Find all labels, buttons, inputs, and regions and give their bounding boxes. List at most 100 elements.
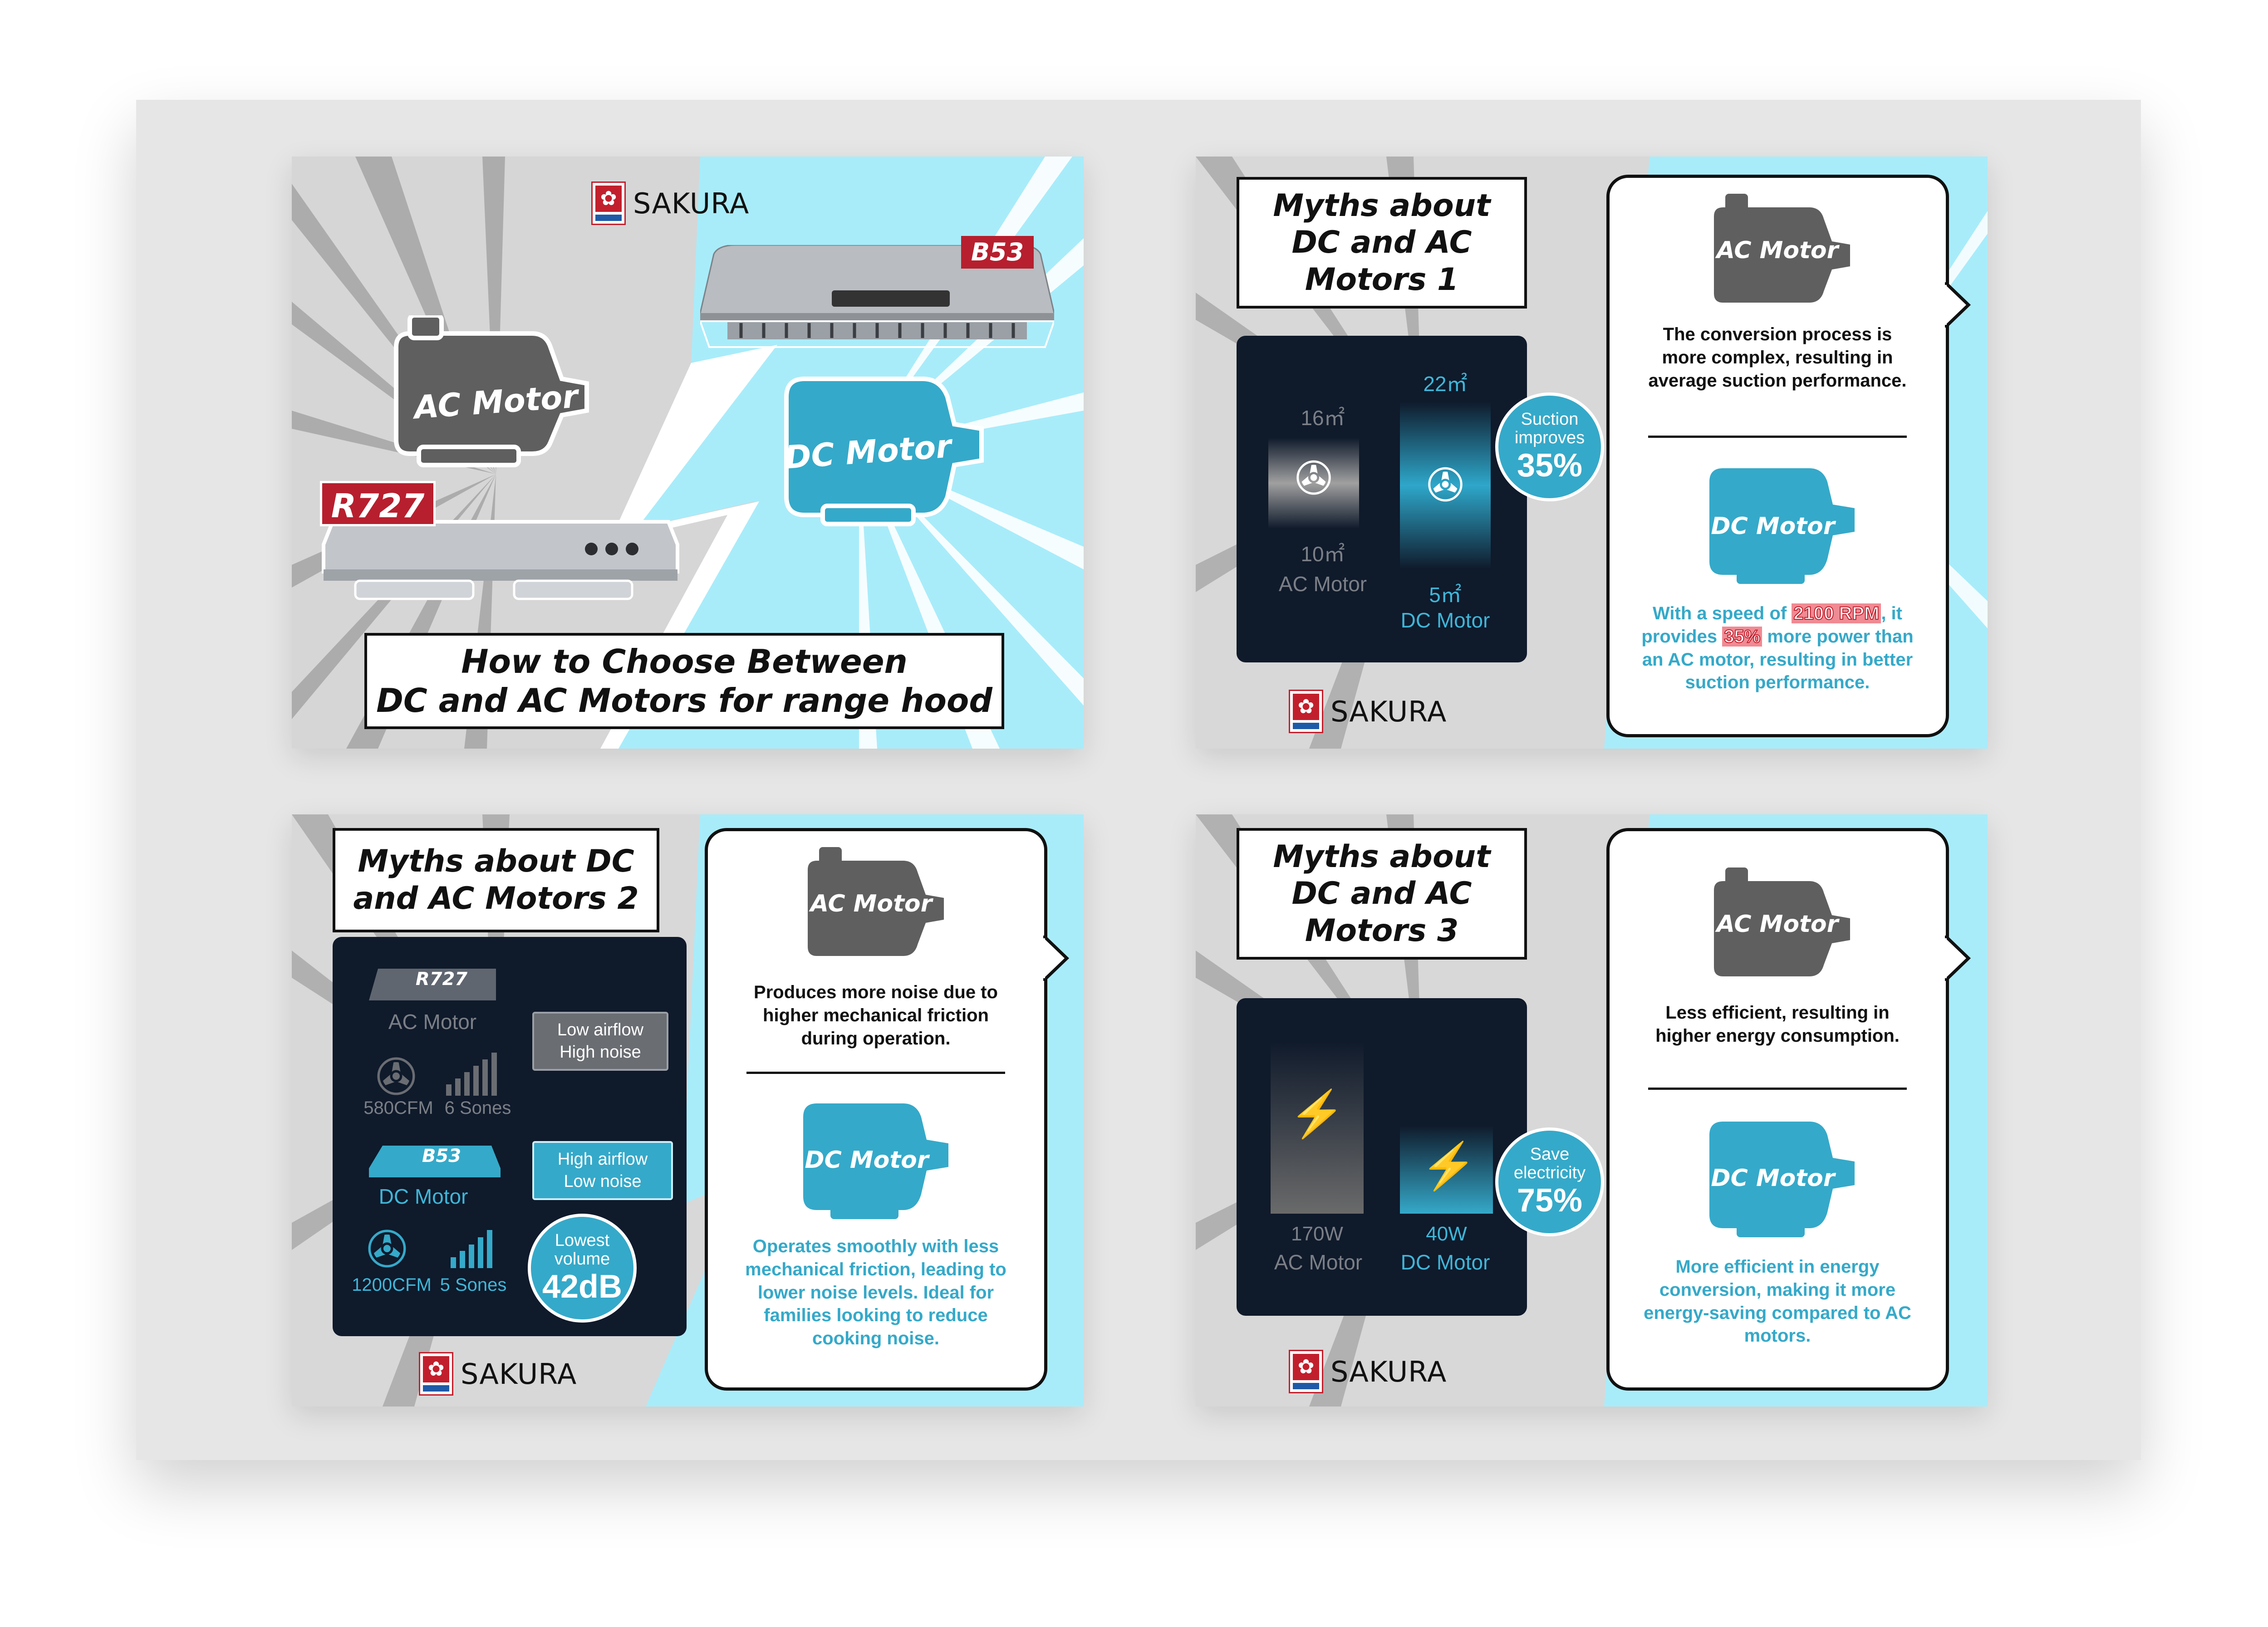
ac-fan-icon: ✇ bbox=[375, 1049, 417, 1105]
myth-2-title: Myths about DC and AC Motors 2 bbox=[333, 828, 659, 932]
divider bbox=[1648, 1088, 1907, 1090]
r727-label: R727 bbox=[415, 969, 468, 990]
ac-motor-icon bbox=[1714, 867, 1850, 976]
dc-motor-icon bbox=[803, 1103, 948, 1219]
panel-myth-1: Myths about DC and AC Motors 1 16㎡ ✇ 10㎡… bbox=[1196, 157, 1988, 749]
dc-status-box: High airflow Low noise bbox=[532, 1141, 673, 1200]
electricity-badge: Save electricity 75% bbox=[1495, 1127, 1604, 1236]
suction-badge-value: 35% bbox=[1517, 447, 1583, 484]
dc-fan-icon: ✇ bbox=[1426, 460, 1464, 511]
myth-1-speech-bubble: AC Motor The conversion process is more … bbox=[1606, 175, 1971, 737]
ac-power-bar bbox=[1271, 1041, 1364, 1214]
volume-badge-value: 42dB bbox=[542, 1269, 623, 1305]
sakura-logo: SAKURA bbox=[1289, 1350, 1447, 1393]
b53-silhouette bbox=[369, 1146, 501, 1177]
myth-3-title: Myths about DC and AC Motors 3 bbox=[1237, 828, 1527, 960]
myth-1-title: Myths about DC and AC Motors 1 bbox=[1237, 177, 1527, 309]
ac-heading: AC Motor bbox=[1716, 911, 1839, 938]
dc-cfm: 1200CFM bbox=[352, 1275, 432, 1295]
divider bbox=[746, 1072, 1005, 1074]
dc-sones: 5 Sones bbox=[440, 1275, 507, 1295]
range-hood-r727-image bbox=[322, 520, 679, 600]
cover-title-line2: DC and AC Motors for range hood bbox=[376, 681, 992, 720]
dc-motor-icon bbox=[1709, 468, 1855, 584]
power-highlight: 35% bbox=[1722, 626, 1762, 647]
ac-motor-name: AC Motor bbox=[1274, 1250, 1363, 1274]
panel-myth-2: Myths about DC and AC Motors 2 R727 AC M… bbox=[292, 814, 1084, 1406]
suction-badge-line1: Suction bbox=[1521, 409, 1579, 429]
ac-heading: AC Motor bbox=[1716, 237, 1839, 264]
ac-suction-bar bbox=[1268, 438, 1359, 529]
divider bbox=[1648, 436, 1907, 438]
electricity-badge-line1: Save bbox=[1530, 1144, 1570, 1164]
volume-badge-line2: volume bbox=[554, 1250, 610, 1269]
ac-description: Less efficient, resulting in higher ener… bbox=[1655, 1003, 1900, 1046]
dc-volume-bars-icon bbox=[451, 1230, 492, 1268]
dc-heading: DC Motor bbox=[1711, 1165, 1835, 1192]
ac-status-box: Low airflow High noise bbox=[532, 1012, 668, 1071]
dc-motor-name: DC Motor bbox=[378, 1185, 468, 1208]
ac-sones: 6 Sones bbox=[444, 1098, 511, 1118]
dc-motor-name: DC Motor bbox=[1400, 608, 1490, 632]
sakura-logo: SAKURA bbox=[1289, 690, 1447, 733]
electricity-badge-line2: electricity bbox=[1513, 1163, 1586, 1183]
dc-description: With a speed of 2100 RPM, it provides 35… bbox=[1641, 602, 1914, 694]
dc-power-value: 40W bbox=[1426, 1223, 1467, 1245]
bubble-tail bbox=[1945, 936, 1971, 981]
volume-badge-line1: Lowest bbox=[555, 1230, 610, 1250]
sakura-flower-icon bbox=[1289, 1350, 1323, 1393]
dc-suction-bar bbox=[1400, 402, 1491, 569]
dc-motor-icon bbox=[1709, 1122, 1855, 1237]
ac-bolt-icon: ⚡ bbox=[1289, 1088, 1345, 1139]
ac-heading: AC Motor bbox=[810, 890, 933, 917]
dc-fan-icon: ✇ bbox=[366, 1222, 408, 1278]
sakura-flower-icon bbox=[1289, 690, 1323, 733]
ac-cfm: 580CFM bbox=[363, 1098, 433, 1118]
panel-myth-3: Myths about DC and AC Motors 3 ⚡ 170W AC… bbox=[1196, 814, 1988, 1406]
dc-bolt-icon: ⚡ bbox=[1420, 1141, 1477, 1191]
dc-text-pre: With a speed of bbox=[1653, 603, 1787, 623]
ac-motor-icon bbox=[1714, 194, 1850, 303]
suction-badge-line2: improves bbox=[1514, 428, 1585, 448]
sakura-logo: SAKURA bbox=[419, 1352, 577, 1396]
dc-min-area: 5㎡ bbox=[1429, 583, 1462, 607]
sakura-flower-icon bbox=[419, 1352, 453, 1396]
ac-status-line2: High noise bbox=[560, 1043, 641, 1062]
ac-motor-icon bbox=[808, 847, 944, 956]
volume-badge: Lowest volume 42dB bbox=[528, 1214, 637, 1323]
dc-power-bar bbox=[1400, 1125, 1493, 1214]
dc-heading: DC Motor bbox=[805, 1147, 929, 1174]
sakura-logo: SAKURA bbox=[591, 181, 749, 225]
bubble-tail bbox=[1945, 282, 1971, 328]
ac-description: Produces more noise due to higher mechan… bbox=[754, 982, 998, 1049]
ac-motor-name: AC Motor bbox=[1278, 572, 1367, 596]
dc-description: More efficient in energy conversion, mak… bbox=[1644, 1257, 1911, 1346]
tag-r727: R727 bbox=[320, 481, 436, 526]
rpm-highlight: 2100 RPM bbox=[1792, 603, 1881, 624]
suction-badge: Suction improves 35% bbox=[1495, 392, 1604, 501]
panel-cover: SAKURA B53 R727 bbox=[292, 157, 1084, 749]
dc-motor-icon bbox=[784, 377, 984, 526]
ac-motor-name: AC Motor bbox=[388, 1010, 477, 1034]
ac-fan-icon: ✇ bbox=[1295, 453, 1333, 504]
mockup-board: SAKURA B53 R727 bbox=[136, 100, 2141, 1460]
dc-description: Operates smoothly with less mechanical f… bbox=[745, 1236, 1006, 1349]
myth-2-speech-bubble: AC Motor Produces more noise due to high… bbox=[705, 828, 1070, 1391]
ac-volume-bars-icon bbox=[446, 1053, 497, 1096]
dc-max-area: 22㎡ bbox=[1423, 372, 1468, 396]
b53-label: B53 bbox=[422, 1146, 461, 1166]
dc-status-line2: Low noise bbox=[564, 1172, 642, 1191]
dc-motor-name: DC Motor bbox=[1400, 1250, 1490, 1274]
cover-title-line1: How to Choose Between bbox=[461, 642, 908, 681]
ac-description: The conversion process is more complex, … bbox=[1648, 324, 1907, 391]
dc-heading: DC Motor bbox=[1711, 513, 1835, 540]
dc-text-mid: , it provides bbox=[1641, 603, 1902, 647]
ac-motor-icon bbox=[394, 315, 589, 467]
ac-min-area: 10㎡ bbox=[1301, 542, 1345, 566]
myth-3-speech-bubble: AC Motor Less efficient, resulting in hi… bbox=[1606, 828, 1971, 1391]
dc-text-post: more power than an AC motor, resulting i… bbox=[1642, 626, 1914, 693]
ac-power-value: 170W bbox=[1291, 1223, 1343, 1245]
dc-status-line1: High airflow bbox=[557, 1149, 648, 1169]
ac-status-line1: Low airflow bbox=[557, 1020, 644, 1039]
r727-silhouette bbox=[369, 969, 496, 1000]
